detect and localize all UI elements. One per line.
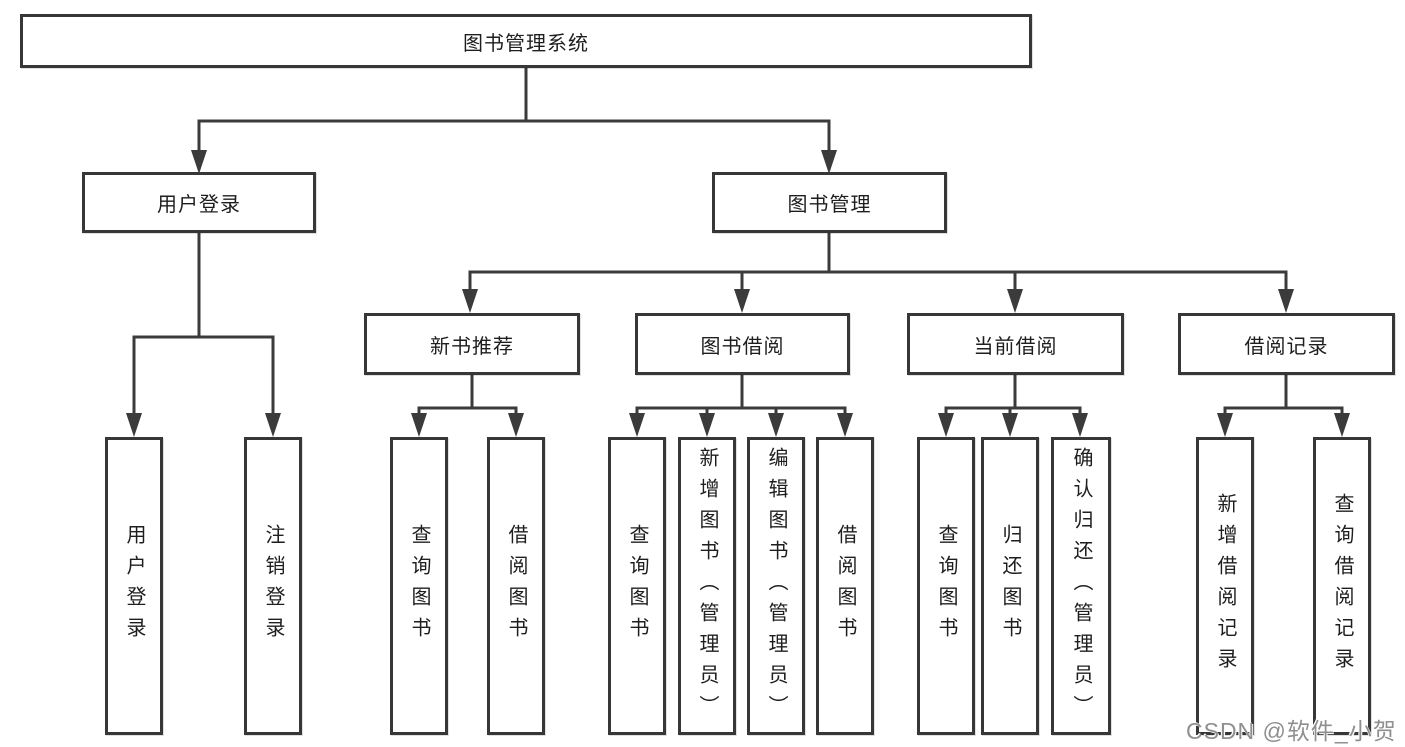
leaf-label: 查询图书 — [935, 524, 957, 648]
arrowhead-icon — [1217, 413, 1233, 437]
arrowhead-icon — [1334, 413, 1350, 437]
arrowhead-icon — [1007, 289, 1023, 313]
leaf-label: 新增图书（管理员） — [696, 446, 718, 726]
arrowhead-icon — [191, 150, 207, 174]
leaf-label: 确认归还（管理员） — [1070, 446, 1092, 726]
leaf-label: 注销登录 — [262, 524, 284, 648]
arrowhead-icon — [629, 413, 645, 437]
leaf-label: 查询借阅记录 — [1331, 493, 1353, 679]
arrowhead-icon — [821, 150, 837, 174]
node-label: 图书管理 — [787, 194, 872, 216]
leaf-label: 新增借阅记录 — [1214, 493, 1236, 679]
node-current-borrowing: 当前借阅 — [907, 313, 1124, 375]
arrowhead-icon — [837, 413, 853, 437]
leaf-add-borrow-record: 新增借阅记录 — [1196, 437, 1254, 735]
arrowhead-icon — [699, 413, 715, 437]
arrowhead-icon — [938, 413, 954, 437]
leaf-query-borrow-record: 查询借阅记录 — [1313, 437, 1371, 735]
node-label: 借阅记录 — [1244, 335, 1329, 358]
node-label: 新书推荐 — [430, 335, 514, 358]
leaf-logout: 注销登录 — [244, 437, 302, 735]
arrowhead-icon — [126, 413, 142, 437]
leaf-label: 编辑图书（管理员） — [765, 446, 787, 726]
leaf-label: 查询图书 — [626, 524, 648, 648]
arrowhead-icon — [768, 413, 784, 437]
leaf-label: 借阅图书 — [505, 524, 527, 648]
leaf-borrow-books: 借阅图书 — [816, 437, 874, 735]
arrowhead-icon — [1072, 413, 1088, 437]
leaf-query-books-recommend: 查询图书 — [390, 437, 448, 735]
node-book-borrowing: 图书借阅 — [635, 313, 850, 375]
leaf-label: 用户登录 — [123, 524, 145, 648]
arrowhead-icon — [734, 289, 750, 313]
leaf-return-books: 归还图书 — [981, 437, 1039, 735]
arrowhead-icon — [1278, 289, 1294, 313]
node-new-book-recommend: 新书推荐 — [364, 313, 580, 375]
leaf-user-login: 用户登录 — [105, 437, 163, 735]
node-label: 用户登录 — [157, 194, 241, 216]
node-library-system: 图书管理系统 — [20, 14, 1032, 68]
arrowhead-icon — [1002, 413, 1018, 437]
leaf-label: 归还图书 — [999, 524, 1021, 648]
node-label: 当前借阅 — [973, 335, 1058, 358]
leaf-borrow-books-recommend: 借阅图书 — [487, 437, 545, 735]
arrowhead-icon — [411, 413, 427, 437]
arrowhead-icon — [508, 413, 524, 437]
arrowhead-icon — [265, 413, 281, 437]
leaf-label: 查询图书 — [408, 524, 430, 648]
node-user-login: 用户登录 — [82, 172, 316, 233]
leaf-label: 借阅图书 — [834, 524, 856, 648]
node-book-management: 图书管理 — [712, 172, 947, 233]
leaf-edit-books-admin: 编辑图书（管理员） — [747, 437, 805, 735]
node-label: 图书借阅 — [700, 335, 785, 358]
leaf-query-books-current: 查询图书 — [917, 437, 975, 735]
node-borrowing-records: 借阅记录 — [1178, 313, 1395, 375]
leaf-add-books-admin: 新增图书（管理员） — [678, 437, 736, 735]
node-label: 图书管理系统 — [463, 32, 589, 55]
leaf-query-books-borrowing: 查询图书 — [608, 437, 666, 735]
leaf-confirm-return-admin: 确认归还（管理员） — [1051, 437, 1111, 735]
watermark: CSDN @软件_小贺同学 — [1186, 718, 1397, 744]
arrowhead-icon — [462, 289, 478, 313]
